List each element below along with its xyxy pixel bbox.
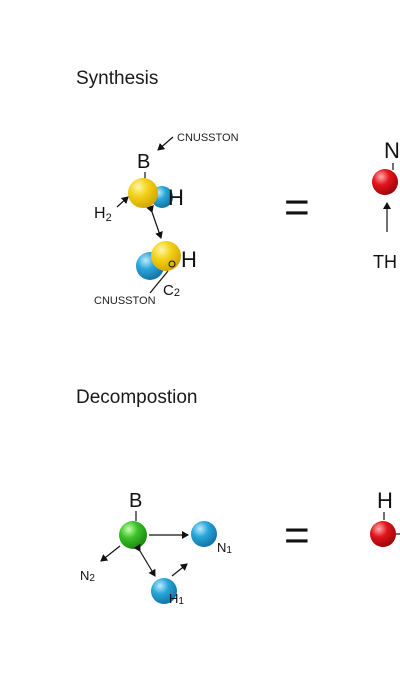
n1-label: N1	[217, 540, 232, 556]
synthesis-double-arrow	[146, 205, 163, 239]
h2-arrow	[116, 196, 129, 208]
decomp-equals-sign: =	[284, 511, 310, 560]
small-ring-marker	[168, 260, 176, 268]
decomposition-title: Decompostion	[76, 387, 198, 408]
cyan-atom-n1	[191, 521, 217, 547]
decomp-double-arrow	[133, 543, 156, 577]
decomp-product-red-atom	[370, 521, 396, 547]
green-center-atom	[119, 521, 147, 549]
synthesis-product-th-label: TH	[373, 252, 397, 272]
top-pair-h-label: H	[168, 185, 184, 210]
h1-label: H1	[169, 591, 184, 607]
callout-top-label: CNUSSTON	[177, 132, 239, 144]
n2-label: N2	[80, 568, 95, 584]
synthesis-product-red-atom	[372, 169, 398, 195]
decomp-b-label: B	[129, 490, 142, 512]
arrow-to-n2	[100, 545, 121, 562]
arrow-from-h1	[171, 563, 188, 577]
h2-label: H2	[94, 205, 112, 224]
cyan-atom-h1	[151, 578, 177, 604]
c2-label: C2	[163, 282, 180, 299]
synthesis-product-n-label: N	[384, 138, 400, 163]
bottom-pair-h-label: H	[181, 247, 197, 272]
synthesis-b-label: B	[137, 151, 150, 173]
callout-bottom-label: CNUSSTON	[94, 295, 156, 307]
synthesis-equals-sign: =	[284, 183, 310, 232]
synthesis-title: Synthesis	[76, 68, 159, 89]
callout-top-arrow	[157, 136, 174, 151]
decomp-product-h-label: H	[377, 488, 393, 513]
synthesis-diagram: CNUSSTON B H2 H H C2 CNUSSTON =	[94, 132, 400, 307]
yellow-atom-bottom	[151, 241, 181, 271]
c2-pointer-line	[149, 270, 169, 294]
decomposition-diagram: B N1 N2 H1 = H	[80, 488, 400, 607]
yellow-atom-top	[128, 178, 158, 208]
